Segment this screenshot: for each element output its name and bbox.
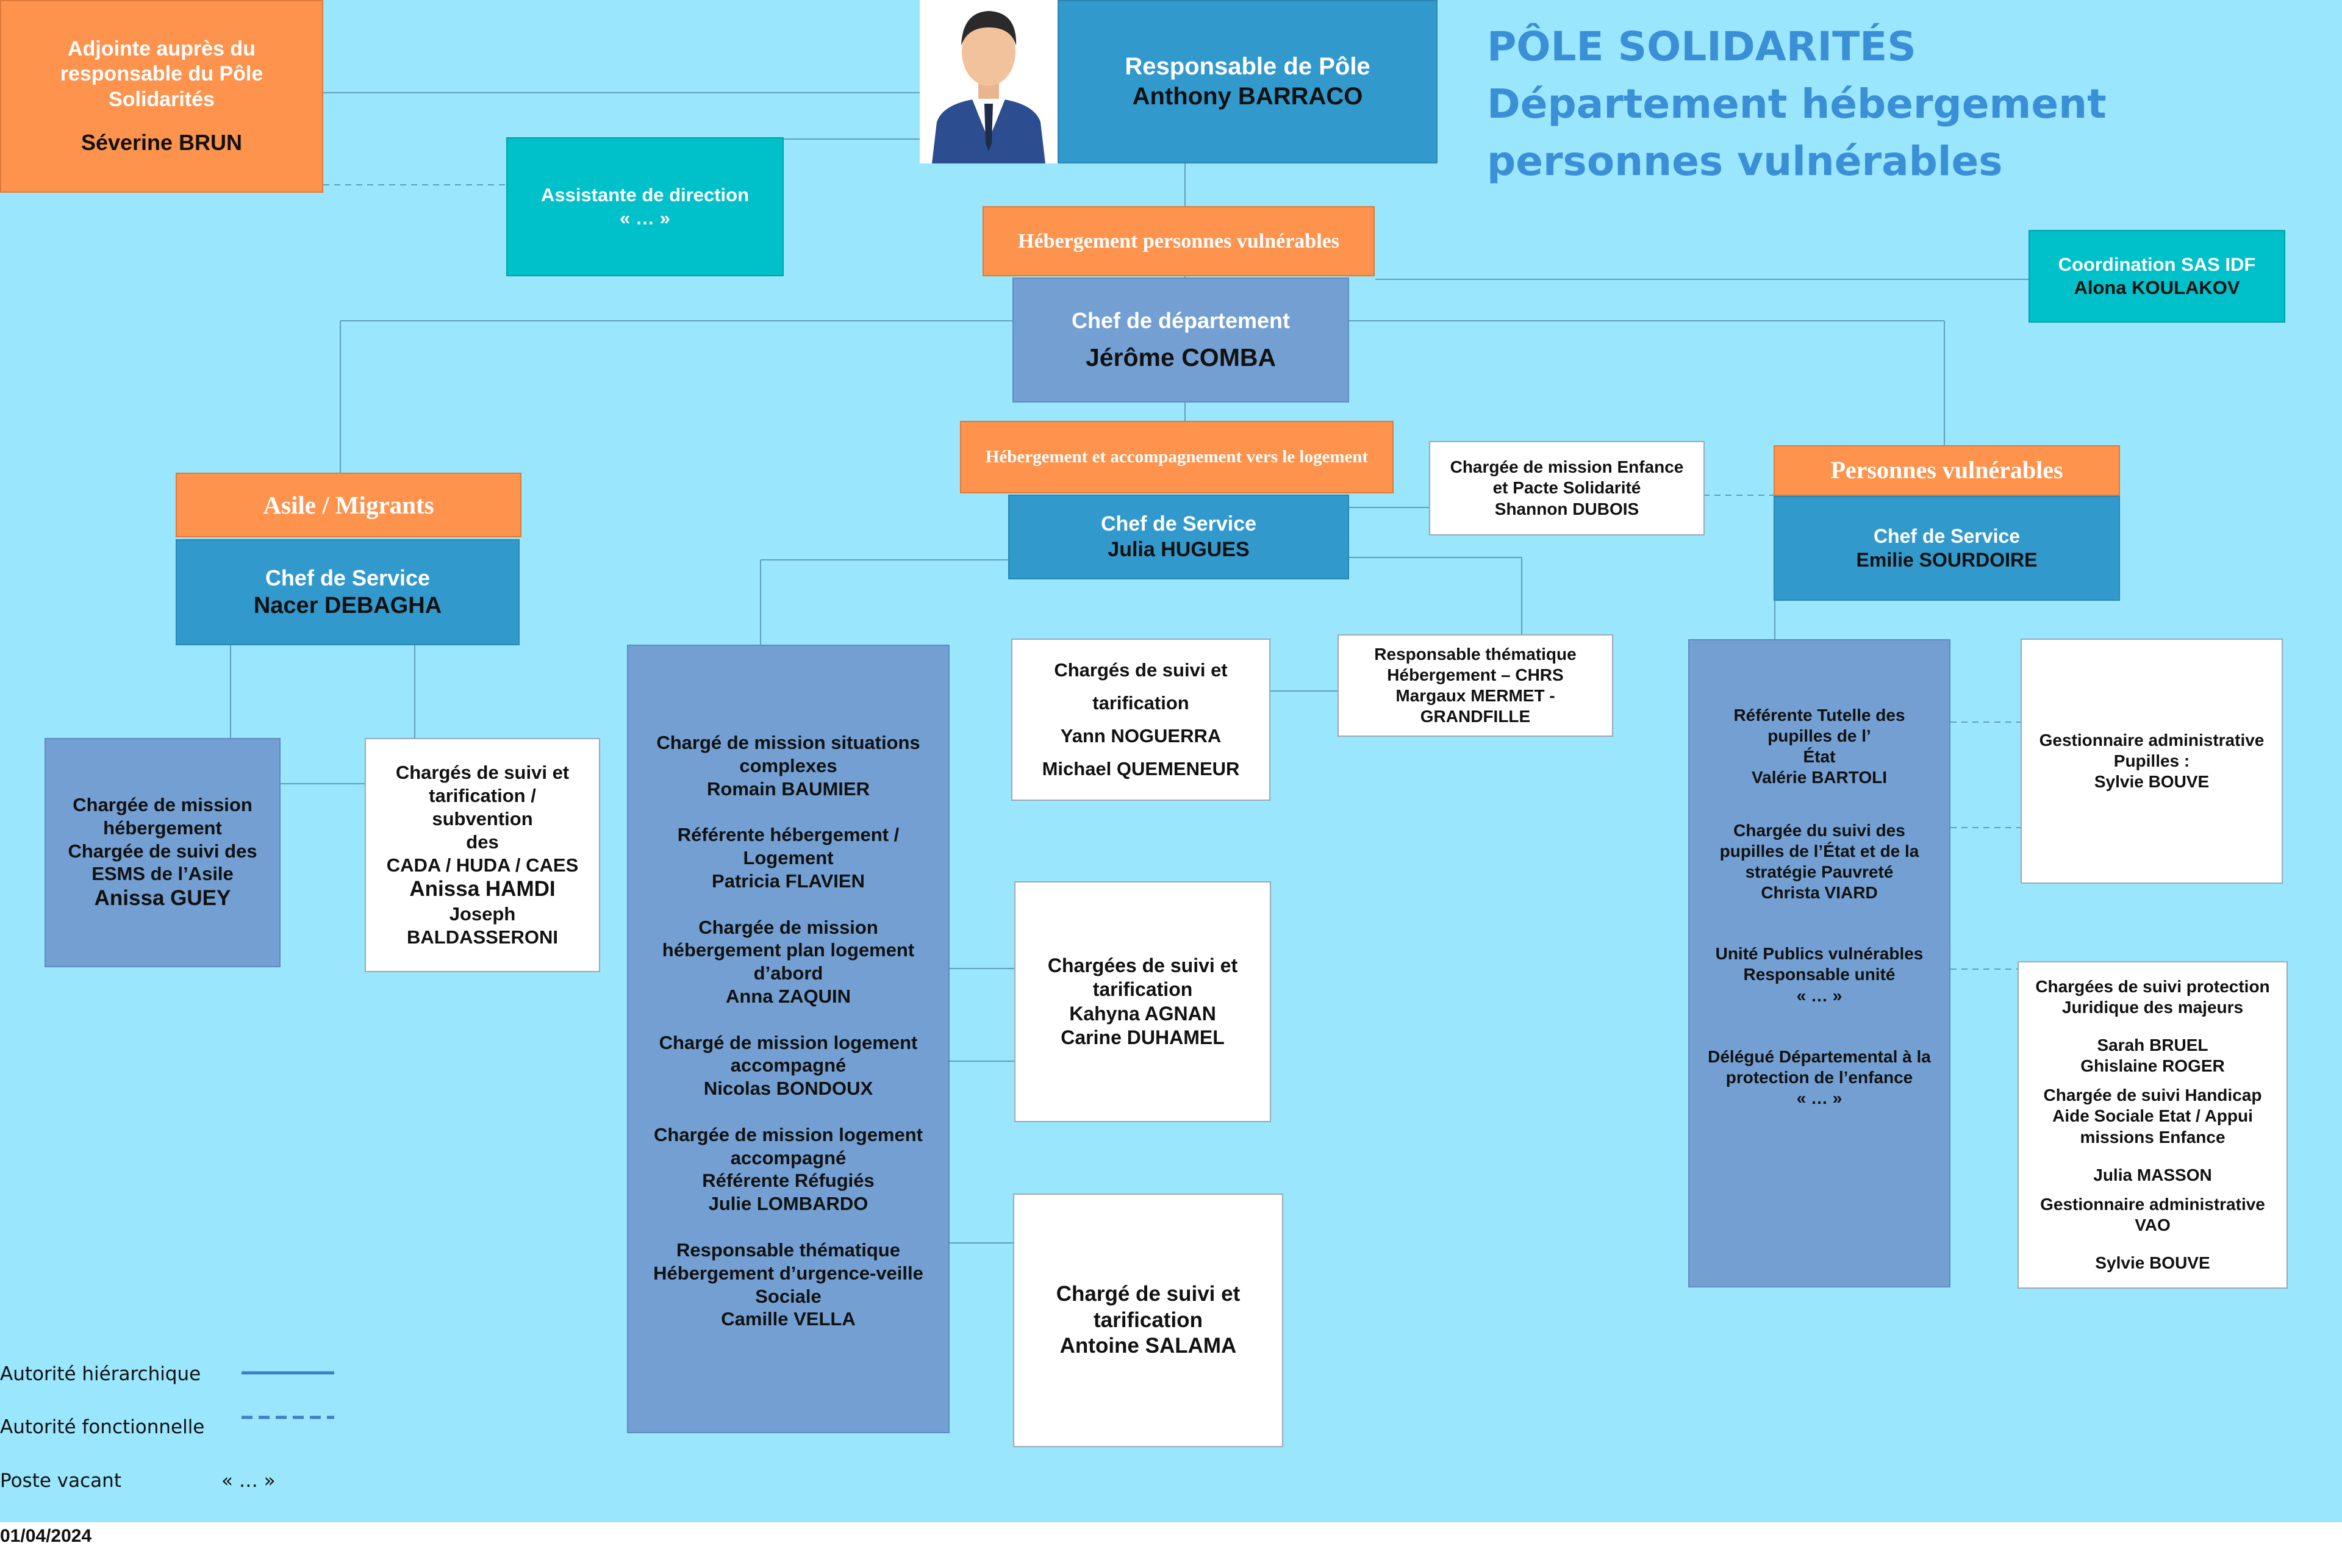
asile-chef-title: Chef de Service: [265, 565, 431, 590]
protection-p3: Chargée de suivi Handicap Aide Sociale E…: [2043, 1086, 2262, 1147]
functional-lines: [242, 184, 2021, 1419]
gestionnaire-text: Gestionnaire administrative Pupilles : S…: [2039, 730, 2265, 792]
suivi2-text: Chargées de suivi et tarification Kahyna…: [1047, 954, 1238, 1048]
page-title: PÔLE SOLIDARITÉS Département hébergement…: [1487, 18, 2107, 190]
assistante-name: « … »: [620, 207, 670, 229]
asile-charge-mission-name: Anissa GUEY: [94, 886, 231, 911]
gestionnaire-pupilles-box: Gestionnaire administrative Pupilles : S…: [2021, 639, 2283, 884]
chef-departement-title: Chef de département: [1071, 307, 1291, 333]
suivi1-title: Chargés de suivi et tarification: [1054, 659, 1228, 714]
protection-p6: Sylvie BOUVE: [2095, 1253, 2210, 1273]
chrs-box: Responsable thématique Hébergement – CHR…: [1338, 634, 1613, 737]
chef-departement-name: Jérôme COMBA: [1085, 343, 1277, 372]
asile-charges-suivi-box: Chargés de suivi et tarification / subve…: [365, 738, 600, 972]
asile-label-box: Asile / Migrants: [176, 473, 521, 537]
asile-charge-mission-box: Chargée de mission hébergement Chargée d…: [45, 738, 281, 967]
logement-chef-name: Julia HUGUES: [1108, 537, 1250, 561]
vulnerables-chef-box: Chef de Service Emilie SOURDOIRE: [1774, 496, 2120, 601]
responsable-title: Responsable de Pôle: [1125, 53, 1370, 81]
protection-p1: Chargées de suivi protection Juridique d…: [2035, 976, 2270, 1017]
unite-text: Unité Publics vulnérables Responsable un…: [1715, 944, 1924, 1005]
chef-departement-box: Chef de département Jérôme COMBA: [1012, 277, 1349, 403]
legend-vacant-symbol: « … »: [221, 1470, 276, 1492]
vulnerables-chef-name: Emilie SOURDOIRE: [1856, 549, 2038, 571]
asile-chef-box: Chef de Service Nacer DEBAGHA: [176, 539, 520, 645]
suivi-tarification-box-1: Chargés de suivi et tarification Yann NO…: [1011, 639, 1270, 801]
title-line-3: personnes vulnérables: [1487, 138, 2003, 185]
legend-vacant: Poste vacant: [0, 1470, 121, 1492]
suivi1-name1: Yann NOGUERRA: [1060, 725, 1222, 746]
missions-box: Chargé de mission situations complexes R…: [627, 645, 950, 1433]
protection-p4: Julia MASSON: [2093, 1165, 2212, 1184]
vulnerables-label: Personnes vulnérables: [1830, 456, 2063, 484]
responsable-name: Anthony BARRACO: [1132, 83, 1363, 110]
suivi1-name2: Michael QUEMENEUR: [1042, 758, 1240, 780]
asile-charges-suivi-text: Chargés de suivi et tarification / subve…: [386, 762, 579, 876]
suivi3-text: Chargé de suivi et tarification Antoine …: [1056, 1281, 1241, 1358]
coordination-title: Coordination SAS IDF: [2058, 254, 2256, 276]
avatar: [920, 0, 1058, 163]
asile-label: Asile / Migrants: [263, 490, 434, 519]
date-label: 01/04/2024: [0, 1526, 92, 1546]
assistante-title: Assistante de direction: [540, 184, 750, 206]
delegue-text: Délégué Départemental à la protection de…: [1708, 1047, 1931, 1108]
title-line-2: Département hébergement: [1487, 81, 2107, 127]
legend-hierarchique: Autorité hiérarchique: [0, 1363, 201, 1385]
logement-chef-title: Chef de Service: [1100, 512, 1257, 536]
vulnerables-pupilles-box: Référente Tutelle des pupilles de l’ Éta…: [1688, 639, 1950, 1287]
asile-charges-suivi-name2: Joseph BALDASSERONI: [406, 903, 558, 948]
person-avatar-icon: [932, 11, 1045, 163]
hebergement-label: Hébergement personnes vulnérables: [1018, 229, 1339, 252]
suivi-pupilles-text: Chargée du suivi des pupilles de l’État …: [1719, 820, 1919, 903]
enfance-pacte-box: Chargée de mission Enfance et Pacte Soli…: [1429, 441, 1705, 535]
asile-charges-suivi-name1: Anissa HAMDI: [409, 877, 556, 901]
suivi-tarification-box-2: Chargées de suivi et tarification Kahyna…: [1014, 881, 1271, 1122]
suivi-tarification-box-3: Chargé de suivi et tarification Antoine …: [1013, 1194, 1283, 1447]
enfance-pacte-text: Chargée de mission Enfance et Pacte Soli…: [1450, 457, 1684, 518]
tutelle-text: Référente Tutelle des pupilles de l’ Éta…: [1733, 706, 1905, 787]
title-line-1: PÔLE SOLIDARITÉS: [1487, 23, 1916, 70]
coordination-name: Alona KOULAKOV: [2074, 277, 2240, 298]
hierarchical-lines: [230, 92, 2029, 1375]
vulnerables-chef-title: Chef de Service: [1873, 524, 2021, 547]
adjointe-name: Séverine BRUN: [81, 130, 243, 156]
adjointe-box: Adjointe auprès du responsable du Pôle S…: [0, 0, 323, 193]
responsable-pole-box: Responsable de Pôle Anthony BARRACO: [1058, 0, 1438, 163]
logement-label-box: Hébergement et accompagnement vers le lo…: [960, 421, 1394, 493]
logement-chef-box: Chef de Service Julia HUGUES: [1008, 495, 1349, 579]
adjointe-title: Adjointe auprès du responsable du Pôle S…: [60, 37, 263, 111]
protection-juridique-box: Chargées de suivi protection Juridique d…: [2018, 961, 2288, 1289]
logement-label: Hébergement et accompagnement vers le lo…: [985, 446, 1369, 467]
vulnerables-label-box: Personnes vulnérables: [1774, 445, 2120, 496]
assistante-box: Assistante de direction « … »: [506, 137, 784, 276]
legend-fonctionnelle: Autorité fonctionnelle: [0, 1416, 205, 1438]
coordination-box: Coordination SAS IDF Alona KOULAKOV: [2029, 230, 2285, 323]
chrs-text: Responsable thématique Hébergement – CHR…: [1374, 644, 1577, 726]
hebergement-label-box: Hébergement personnes vulnérables: [983, 206, 1375, 276]
asile-charge-mission-text: Chargée de mission hébergement Chargée d…: [68, 794, 257, 885]
missions-text: Chargé de mission situations complexes R…: [653, 732, 923, 1330]
asile-chef-name: Nacer DEBAGHA: [253, 592, 442, 618]
protection-p5: Gestionnaire administrative VAO: [2040, 1194, 2265, 1235]
protection-p2: Sarah BRUEL Ghislaine ROGER: [2080, 1035, 2225, 1076]
